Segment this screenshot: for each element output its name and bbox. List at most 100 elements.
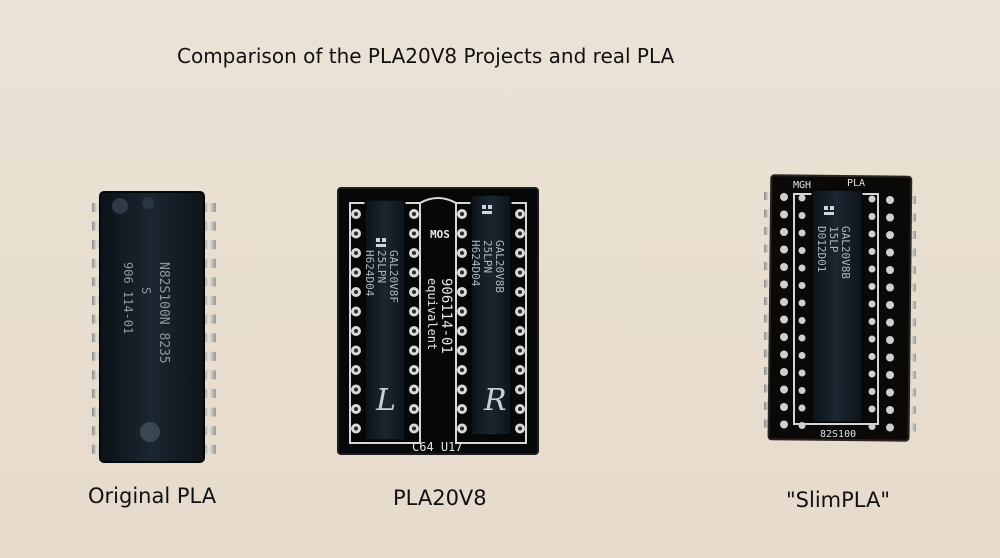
chip-pin [906, 318, 916, 327]
pla20v8-board: GAL20V8F 25LPN H624D04 GAL20V8B 25LPN H6… [337, 187, 539, 455]
solder-pad [798, 264, 806, 272]
chip-pin [764, 244, 774, 253]
photo-title: Comparison of the PLA20V8 Projects and r… [177, 44, 675, 68]
chip-pin [202, 221, 216, 231]
solder-pad [780, 350, 788, 359]
chip-pin [202, 426, 216, 436]
caption-original-pla: Original PLA [88, 484, 217, 508]
solder-pad [868, 423, 876, 430]
chip-pin [906, 301, 916, 309]
gal-left-handwritten-mark: L [375, 383, 396, 418]
solder-pad [780, 420, 788, 429]
chip-pin [202, 370, 216, 380]
gal-left-line1: GAL20V8F [387, 250, 400, 303]
solder-pad [868, 300, 876, 308]
chip-pin [92, 370, 102, 380]
chip-pin [92, 296, 102, 305]
gal-left-line3: H624D04 [363, 250, 376, 297]
solder-pad [886, 388, 894, 397]
solder-pad [868, 370, 876, 378]
solder-pad [886, 336, 894, 344]
chip-pin [202, 240, 216, 250]
chip-pin [202, 333, 216, 343]
slimpla-silk-left: MGH [793, 180, 811, 191]
solder-pad [868, 405, 876, 413]
solder-pad [798, 369, 806, 377]
solder-pad [886, 318, 894, 327]
solder-pad [780, 245, 788, 254]
pla20v8-silk-equivalent: equivalent [425, 278, 439, 350]
chip-pin [92, 351, 102, 361]
slimpla-board: GAL20V8B 15LP D012D01 MGH PLA 82S100 [764, 174, 916, 442]
solder-pad [886, 213, 894, 222]
solder-pad [886, 371, 894, 379]
chip-pin [92, 333, 102, 343]
solder-pad [886, 353, 894, 362]
solder-pad [798, 387, 806, 394]
solder-pad [868, 388, 876, 395]
gal-right-line2: 25LPN [481, 240, 494, 273]
slim-gal-line1: GAL20V8B [839, 226, 852, 279]
chip-pin [92, 203, 102, 212]
original-pla-chip: N82S100N 8235 S 906 114-01 [92, 191, 216, 463]
chip-pin [906, 371, 916, 379]
caption-slimpla: "SlimPLA" [786, 488, 890, 512]
chip-pin [764, 209, 774, 218]
mos-logo: MOS [430, 228, 450, 241]
solder-pad [780, 315, 788, 324]
pla20v8-silk-bottom: C64 U17 [412, 440, 463, 454]
solder-pad [886, 231, 894, 239]
solder-pad [780, 333, 788, 341]
chip-pin [906, 423, 916, 432]
solder-pad [780, 403, 788, 411]
chip-pin [202, 351, 216, 361]
solder-pad [868, 248, 876, 255]
chip-pin [202, 407, 216, 417]
chip-pin [906, 353, 916, 362]
slim-gal-line2: 15LP [827, 226, 840, 253]
gal-right-line1: GAL20V8B [493, 240, 506, 293]
chip-pin [764, 279, 774, 288]
solder-pad [780, 385, 788, 394]
solder-pad [798, 212, 806, 219]
gal-right-line3: H624D04 [469, 240, 482, 287]
solder-pad [868, 335, 876, 343]
solder-pad [886, 248, 894, 257]
solder-pad [886, 266, 894, 274]
chip-pin [92, 426, 102, 436]
solder-pad [780, 210, 788, 219]
chip-pin [92, 444, 102, 454]
solder-pad [780, 228, 788, 236]
original-chip-line3: 906 114-01 [121, 262, 135, 334]
original-chip-line1: N82S100N 8235 [156, 262, 171, 364]
solder-pad [868, 195, 876, 203]
chip-pin [202, 444, 216, 454]
solder-pad [798, 229, 806, 237]
chip-pin [92, 277, 102, 287]
chip-pin [764, 227, 774, 235]
solder-pad [780, 280, 788, 289]
solder-pad [868, 213, 876, 220]
chip-pin [92, 407, 102, 417]
solder-pad [886, 423, 894, 432]
solder-pad [868, 353, 876, 360]
original-chip-line2: S [139, 287, 153, 294]
chip-pin [202, 277, 216, 287]
solder-pad [886, 406, 894, 414]
solder-pad [798, 404, 806, 412]
slimpla-silk-bottom: 82S100 [820, 429, 856, 440]
solder-pad [780, 193, 788, 201]
chip-pin [202, 314, 216, 324]
solder-pad [886, 283, 894, 292]
chip-pin [92, 389, 102, 398]
solder-pad [868, 230, 876, 238]
solder-pad [868, 283, 876, 290]
chip-pin [202, 296, 216, 305]
solder-pad [780, 298, 788, 306]
solder-pad [780, 263, 788, 271]
solder-pad [886, 196, 894, 204]
chip-pin [92, 314, 102, 324]
chip-pin [92, 240, 102, 250]
